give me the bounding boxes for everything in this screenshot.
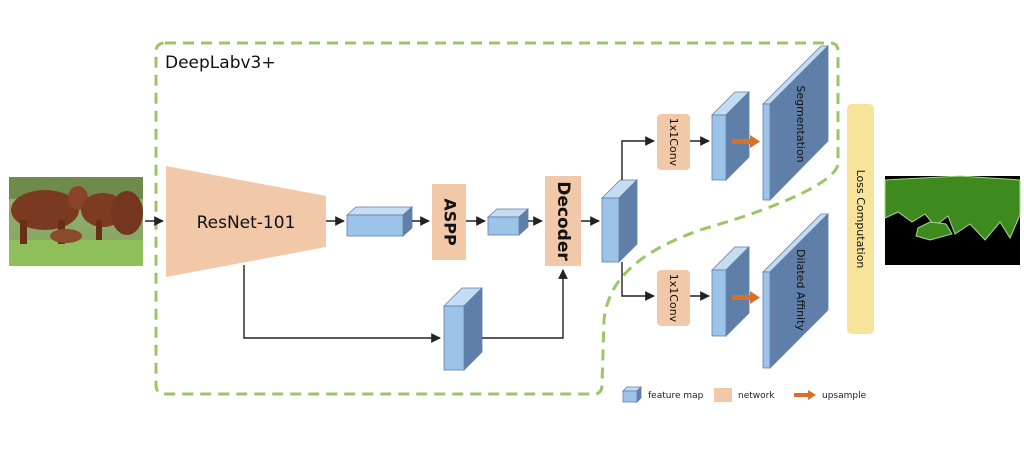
legend-network-label: network [738, 391, 775, 401]
deeplab-title: DeepLabv3+ [165, 53, 276, 73]
deeplab-region-border [154, 41, 840, 396]
upsample-arrow-top [732, 135, 760, 148]
affinity-label: Dilated Affinity [794, 249, 807, 331]
segmentation-label: Segmentation [794, 85, 807, 162]
resnet-block [166, 166, 326, 277]
feature-map-bottom-small [711, 246, 750, 337]
conv-top-block [657, 114, 690, 170]
conv-top-label: 1x1Conv [667, 118, 680, 167]
legend-upsample-swatch [794, 390, 816, 400]
aspp-block [432, 184, 466, 260]
feature-map-top-small [711, 91, 750, 181]
aspp-label: ASPP [441, 198, 460, 246]
affinity-feature-map [762, 213, 829, 369]
legend-network-swatch [714, 388, 732, 402]
output-mask-image [884, 175, 1021, 265]
upsample-arrow-bottom [732, 291, 760, 304]
loss-label: Loss Computation [854, 170, 867, 269]
input-image [9, 177, 143, 266]
resnet-label: ResNet-101 [197, 213, 296, 233]
feature-map-2 [486, 208, 530, 236]
decoder-block [545, 176, 581, 266]
feature-map-decoder-out [601, 179, 638, 263]
feature-map-low-level [443, 287, 483, 371]
decoder-label: Decoder [553, 181, 573, 261]
legend-upsample-label: upsample [822, 391, 867, 401]
conv-bottom-label: 1x1Conv [667, 274, 680, 323]
feature-map-1 [345, 206, 414, 237]
legend-feature-map-label: feature map [648, 391, 704, 401]
loss-block [847, 104, 874, 334]
legend: feature map network upsample [622, 386, 867, 403]
segmentation-feature-map [762, 45, 829, 201]
legend-feature-map-swatch [622, 386, 642, 403]
conv-bottom-block [657, 270, 690, 326]
